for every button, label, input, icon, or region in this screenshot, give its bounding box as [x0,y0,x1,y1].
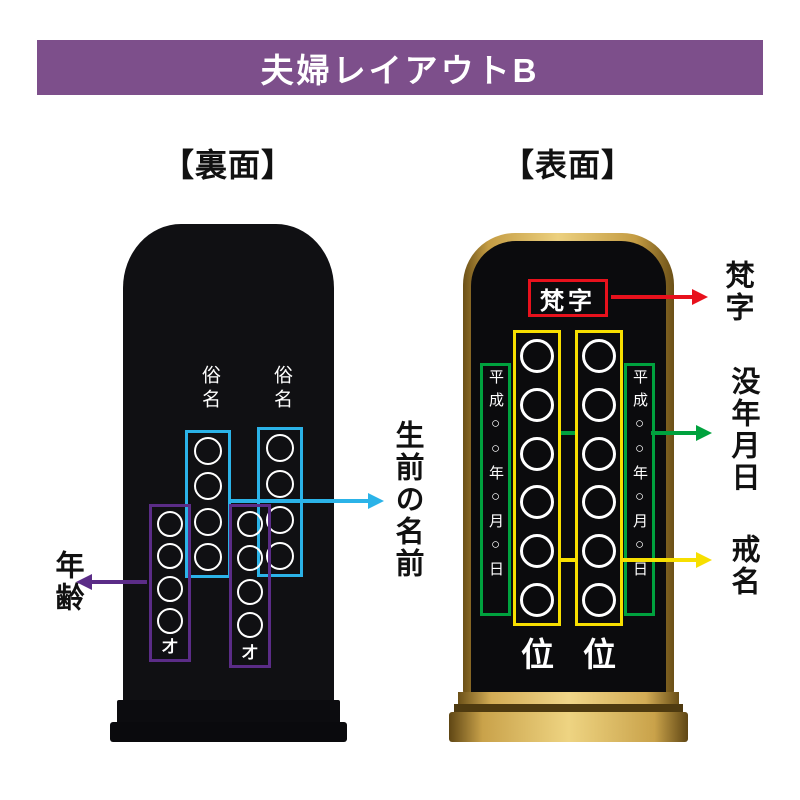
rank-character-left: 位 [521,636,554,673]
bonji-annotation: 梵字 [721,260,753,324]
character-circle [266,434,294,462]
bonji-box: 梵字 [528,279,608,317]
name-box-1 [185,430,231,578]
character-circle [266,542,294,570]
back-tablet-base [117,700,340,726]
character-circle [157,511,183,537]
front-tablet-base [449,712,688,742]
character-circle [582,534,616,569]
front-tablet-base [454,704,683,713]
character-circle [237,511,263,537]
character-circle [582,387,616,422]
common-name-label-1: 俗名 [199,365,220,413]
age-annotation: 年齢 [51,550,83,614]
common-name-label-2: 俗名 [271,365,292,413]
death-date-annotation: 没年月日 [727,366,759,494]
age-box-1: 才 [149,504,191,662]
character-circle [520,387,554,422]
character-circle [157,543,183,570]
age-box-2: 才 [229,504,271,668]
character-circle [237,578,263,605]
character-circle [520,485,554,520]
character-circle [582,436,616,471]
character-circle [520,436,554,471]
kaimyo-column-right [575,330,623,626]
death-date-text: 平成○○年○月○日 [631,369,648,584]
front-tablet-base [458,692,679,705]
character-circle [194,542,222,571]
rank-character-right: 位 [583,636,616,673]
character-circle [194,472,222,501]
character-circle [194,507,222,536]
character-circle [266,506,294,534]
front-side-heading: 【表面】 [502,147,635,183]
character-circle [520,582,554,617]
page-title: 夫婦レイアウトB [260,51,540,89]
death-date-text: 平成○○年○月○日 [487,369,504,584]
character-circle [157,607,183,634]
living-name-annotation: 生前の名前 [391,420,423,580]
kaimyo-column-left [513,330,561,626]
character-circle [582,485,616,520]
character-circle [582,582,616,617]
age-suffix: 才 [241,645,258,662]
character-circle [266,470,294,498]
back-tablet-base [110,722,347,742]
age-suffix: 才 [161,639,178,656]
character-circle [520,534,554,569]
character-circle [237,612,263,639]
kaimyo-annotation: 戒名 [727,534,759,598]
character-circle [237,544,263,571]
back-side-heading: 【裏面】 [162,147,295,183]
title-bar: 夫婦レイアウトB [37,40,763,95]
character-circle [194,437,222,465]
death-date-box-right: 平成○○年○月○日 [624,363,655,616]
character-circle [582,339,616,373]
character-circle [157,575,183,602]
character-circle [520,339,554,373]
death-date-box-left: 平成○○年○月○日 [480,363,511,616]
